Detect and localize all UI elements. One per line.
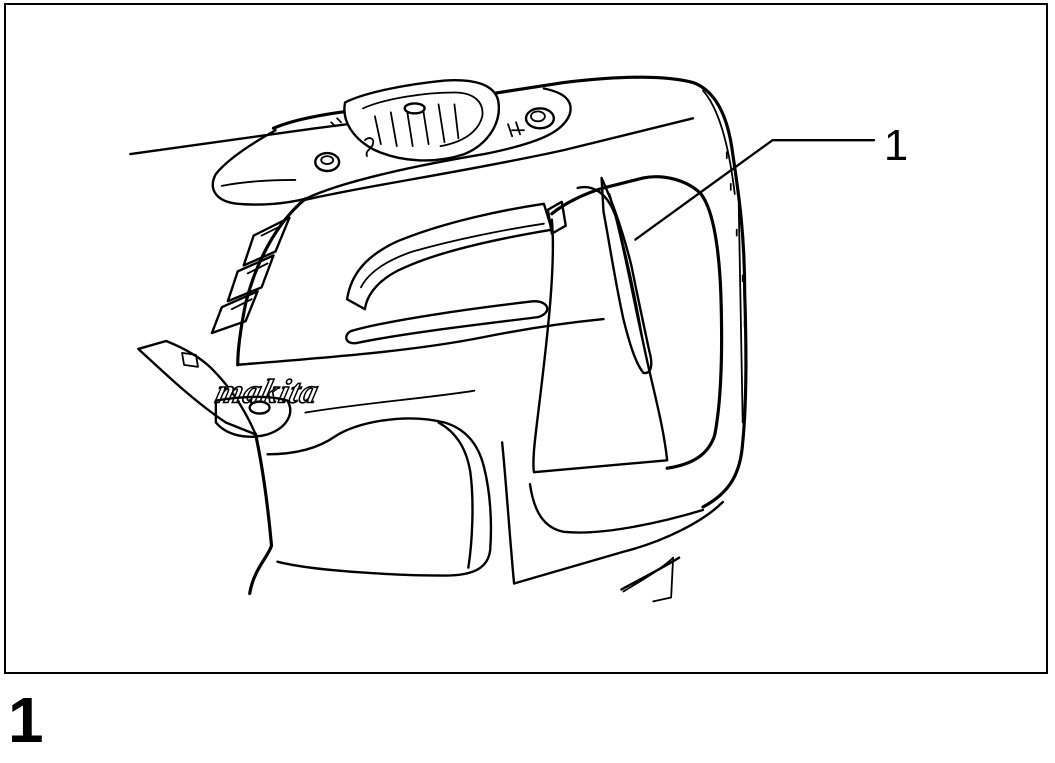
motor-housing-bottom xyxy=(266,417,493,577)
base-lower-outline xyxy=(500,441,725,585)
rear-vent-dots xyxy=(725,151,748,370)
lock-button-left xyxy=(314,151,341,173)
front-cap xyxy=(211,129,307,206)
hammer-mode-symbol-icon xyxy=(330,117,375,157)
figure-frame: makita 1 xyxy=(4,3,1048,674)
motor-housing-inner xyxy=(437,421,474,569)
housing-top-outline xyxy=(271,75,748,509)
rotary-hammer-illustration: makita 1 xyxy=(129,75,908,603)
front-grip-ribs xyxy=(210,216,291,335)
body-mid-line xyxy=(236,317,605,367)
figure-number: 1 xyxy=(8,684,44,756)
rear-handle-outline xyxy=(550,175,724,470)
side-recess-upper xyxy=(345,202,554,311)
rear-body-edge xyxy=(702,89,744,424)
front-cap-inner xyxy=(220,179,297,187)
rotation-mode-symbol-icon xyxy=(507,121,525,138)
callout-leader-line xyxy=(634,138,876,241)
trigger-lock xyxy=(546,200,567,235)
callout-label: 1 xyxy=(884,121,908,170)
shoulder-line xyxy=(304,117,695,202)
switch-trigger xyxy=(600,176,653,375)
mode-selector-dial xyxy=(343,78,501,162)
body-front-curve xyxy=(236,197,307,367)
side-slot xyxy=(345,300,549,345)
handle-base xyxy=(528,482,705,534)
lower-housing-outline xyxy=(248,432,274,596)
lower-housing-front xyxy=(214,395,292,438)
top-panel xyxy=(304,87,572,201)
